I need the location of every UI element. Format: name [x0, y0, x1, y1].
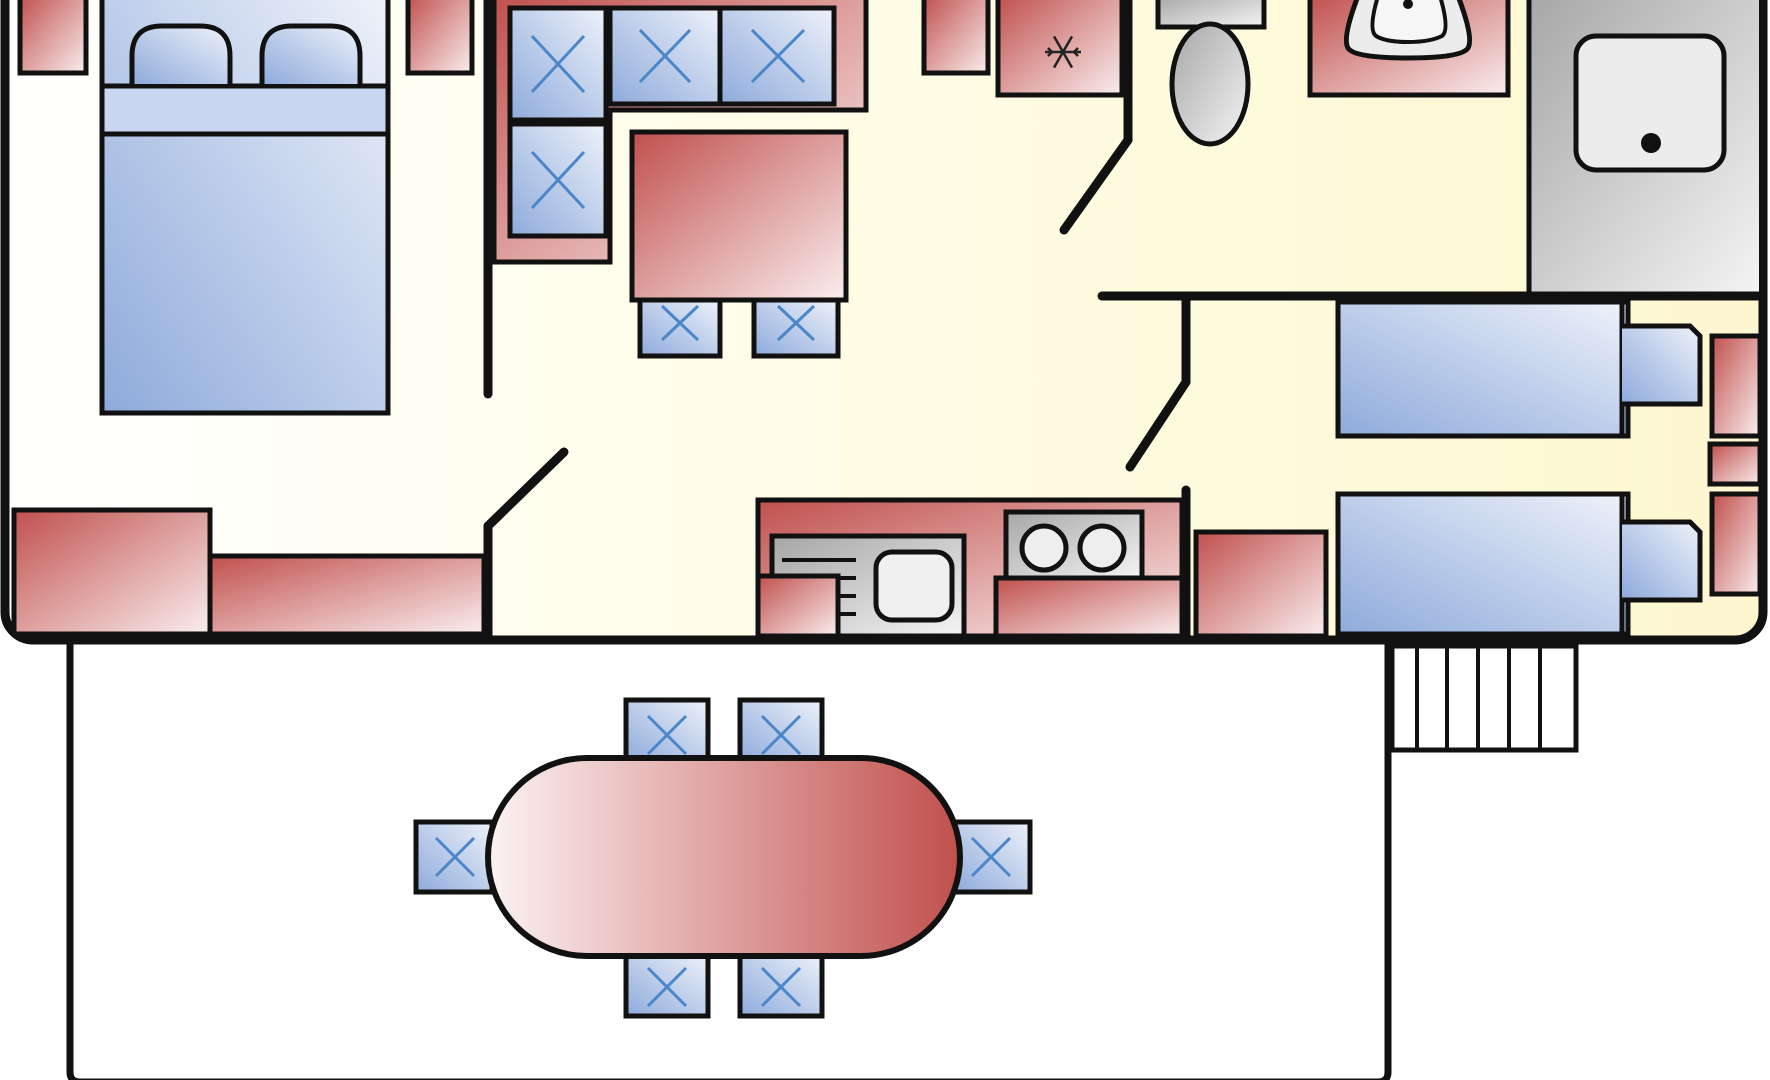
stove	[1003, 509, 1145, 581]
twin-bedroom	[1335, 299, 1763, 637]
fridge-cabinet-small	[921, 0, 991, 76]
living-dining	[491, 0, 869, 359]
cabinet-left-of-sink	[755, 573, 841, 639]
shower-area	[1526, 0, 1759, 295]
wardrobe-low-left	[11, 507, 213, 637]
burner-right	[1077, 523, 1127, 573]
bed-headboard-band	[99, 83, 391, 137]
bedside-cabinet-left	[17, 0, 89, 76]
main-bedroom	[11, 0, 487, 637]
cabinet-below-stove	[993, 575, 1185, 639]
double-bed	[99, 0, 391, 416]
snowflake-icon	[1045, 35, 1081, 69]
toilet-bowl	[1169, 21, 1251, 147]
chair-top-right	[737, 697, 825, 765]
bathroom-vanity	[1307, 0, 1511, 98]
kitchen	[755, 0, 1329, 639]
bedside-middle	[1707, 441, 1763, 487]
bedside-upper	[1709, 333, 1763, 439]
mobile-home-body	[0, 0, 1768, 645]
bench-cushion-marks	[530, 28, 806, 210]
bedside-lower	[1709, 491, 1763, 597]
burner-left	[1019, 523, 1069, 573]
dining-table-indoor	[629, 129, 849, 303]
shower-drain	[1641, 133, 1661, 153]
chair-top-left	[623, 697, 711, 765]
toilet	[1155, 0, 1267, 147]
bedside-cabinet-right	[405, 0, 475, 76]
entrance-steps	[1389, 643, 1579, 753]
single-bed-upper	[1335, 299, 1703, 439]
pillow-left	[129, 23, 233, 84]
indoor-stools	[637, 297, 841, 359]
outdoor-dining-set	[413, 697, 1033, 1019]
outdoor-table	[485, 755, 963, 959]
pillow-right	[259, 23, 363, 84]
cabinet-right	[1193, 529, 1329, 639]
wardrobe-low-right	[207, 553, 487, 637]
interior-walls	[483, 0, 1765, 645]
single-bed-lower	[1335, 491, 1703, 637]
